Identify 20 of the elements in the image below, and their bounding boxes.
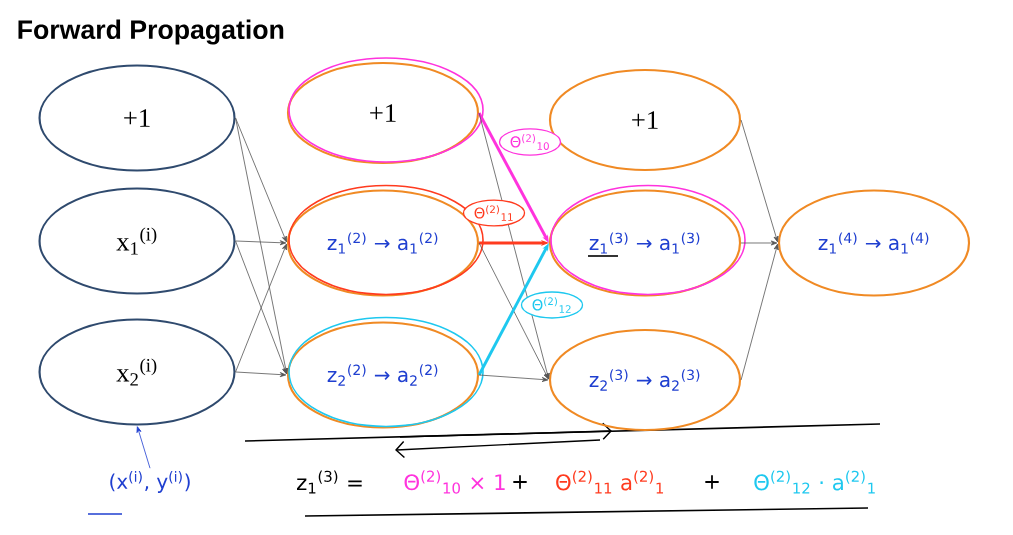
- arrow: [740, 243, 779, 381]
- arrow: [740, 240, 778, 246]
- formula-term: Θ$^{(2)}$$_{10}$ × 1: [404, 470, 505, 494]
- arrow: [136, 426, 151, 469]
- edge-label: Θ$^{(2)}$11: [462, 199, 526, 227]
- arrow: [740, 119, 779, 243]
- edge-label: Θ$^{(2)}$10: [498, 128, 562, 156]
- arrow: [235, 240, 287, 246]
- formula-term: Θ$^{(2)}$$_{11}$ a$^{(2)}$1: [556, 470, 663, 494]
- arrow: [478, 374, 549, 382]
- arrow: [235, 371, 287, 378]
- formula-term: z$_{1}$$^{(3)}$ =: [297, 470, 362, 494]
- formula-term: +: [705, 475, 719, 489]
- arrow: [235, 117, 289, 375]
- handwritten-text: (x$^{(i)}$, y$^{(i)}$): [110, 471, 190, 493]
- arrow: [235, 117, 287, 243]
- formula-term: Θ$^{(2)}$$_{12}$ · a$^{(2)}$1: [754, 470, 875, 494]
- formula-term: +: [513, 475, 527, 489]
- edge-label: Θ$^{(2)}$12: [520, 291, 584, 319]
- title: Forward Propagation: [18, 19, 284, 45]
